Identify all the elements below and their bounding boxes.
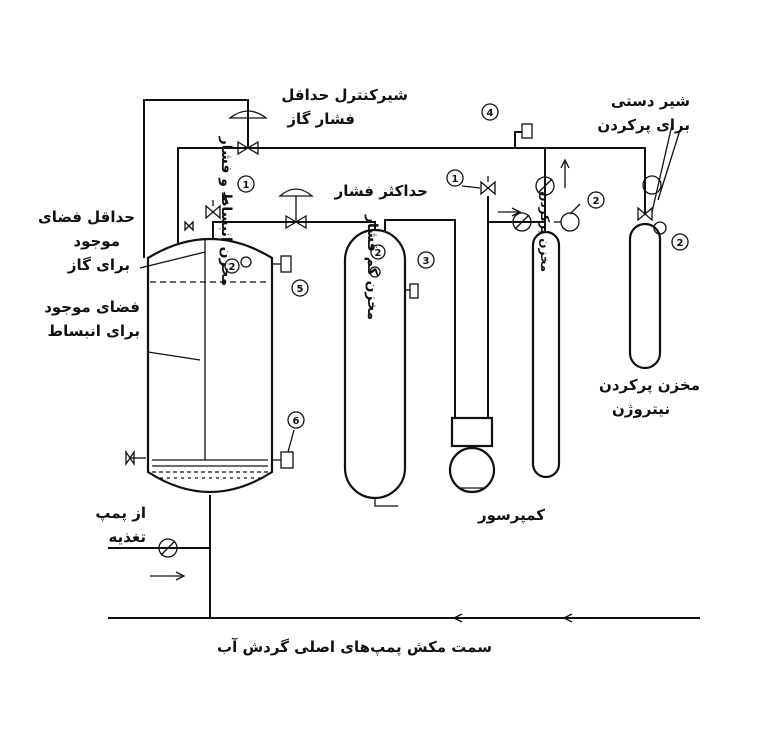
labels: شیرکنترل حداقل فشار گاز شیر دستی برای پر… (38, 86, 700, 657)
manual-filling-valve (637, 206, 653, 222)
label-expansion-space-2: برای انبساط (48, 322, 140, 340)
label-manual-valve-1: شیر دستی (611, 92, 690, 110)
instrument-bubbles: 1 1 4 2 5 6 2 3 2 (224, 103, 689, 469)
instrument-2d: 2 (677, 238, 684, 249)
label-main-suction: سمت مکش پمپ‌های اصلی گردش آب (217, 638, 492, 657)
nitrogen-tank-gauge (642, 175, 662, 195)
instrument-2c: 2 (593, 196, 600, 207)
water-level (152, 459, 268, 479)
label-feed-pump-1: از پمپ (95, 504, 146, 523)
relief-valve-2 (480, 176, 496, 196)
vessels (146, 222, 662, 500)
instrument-4-box (521, 123, 533, 139)
label-max-pressure: حداکثر فشار (334, 182, 428, 200)
lp-drain-outlet (374, 498, 398, 507)
lp-to-compressor-line (384, 219, 456, 418)
label-min-gas-space-1: حداقل فضای (38, 208, 135, 226)
instrument-1a: 1 (243, 180, 250, 191)
nitrogen-tank (628, 222, 662, 370)
instrument-5: 5 (297, 284, 304, 295)
vent-valve (184, 220, 194, 232)
gas-control-line (177, 147, 646, 258)
feed-pump-check-valve (158, 538, 178, 558)
vessel-labels: مخزن انبساط و فشار مخزن کم فشار مخزن پرک… (218, 136, 552, 320)
max-pressure-valve (278, 188, 314, 230)
compressor (448, 416, 496, 494)
piping (108, 99, 700, 619)
gauge-4-stub (514, 131, 522, 148)
label-manual-valve-2: برای پرکردن (597, 116, 690, 135)
label-min-gas-space-3: برای گاز (67, 256, 130, 274)
expansion-tank-gauge (240, 256, 252, 268)
label-charging-tank: مخزن پرکردن (538, 191, 552, 272)
label-nitrogen-tank-1: مخزن پرکردن (599, 376, 700, 395)
lp-tank-gauge (369, 266, 381, 278)
instrument-4: 4 (487, 108, 494, 119)
label-low-pressure-tank: مخزن کم فشار (364, 214, 380, 320)
tank-interconnect-line (212, 221, 376, 238)
flow-arrows (150, 158, 590, 623)
low-pressure-tank (343, 228, 407, 500)
label-expansion-space-1: فضای موجود (44, 298, 140, 316)
instrument-6: 6 (293, 416, 300, 427)
check-valve-1 (512, 212, 532, 232)
relief-valve-1 (205, 200, 221, 220)
charging-tank-gauge (560, 212, 580, 232)
instrument-3: 3 (423, 256, 430, 267)
check-valve-2 (535, 176, 555, 196)
instrument-2a: 2 (229, 262, 236, 273)
expansion-tank (146, 237, 274, 494)
valves (125, 110, 662, 558)
min-pressure-control-valve (228, 110, 268, 156)
label-min-pressure-valve-2: فشار گاز (286, 110, 355, 128)
level-switch-5 (280, 255, 292, 273)
label-min-pressure-valve-1: شیرکنترل حداقل (281, 86, 408, 104)
label-feed-pump-2: تغذیه (109, 528, 147, 546)
drain-valve (125, 449, 146, 467)
pressure-switch-3 (409, 283, 419, 299)
label-min-gas-space-2: موجود (73, 232, 120, 250)
leader-lines (139, 124, 681, 361)
charging-tank (531, 230, 561, 479)
level-switch-6 (280, 451, 294, 469)
instrument-1b: 1 (452, 174, 459, 185)
label-nitrogen-tank-2: نیتروژن (612, 400, 670, 418)
label-compressor: کمپرسور (477, 506, 545, 525)
label-expansion-tank: مخزن انبساط و فشار (218, 136, 234, 286)
instrument-2b: 2 (375, 248, 382, 259)
